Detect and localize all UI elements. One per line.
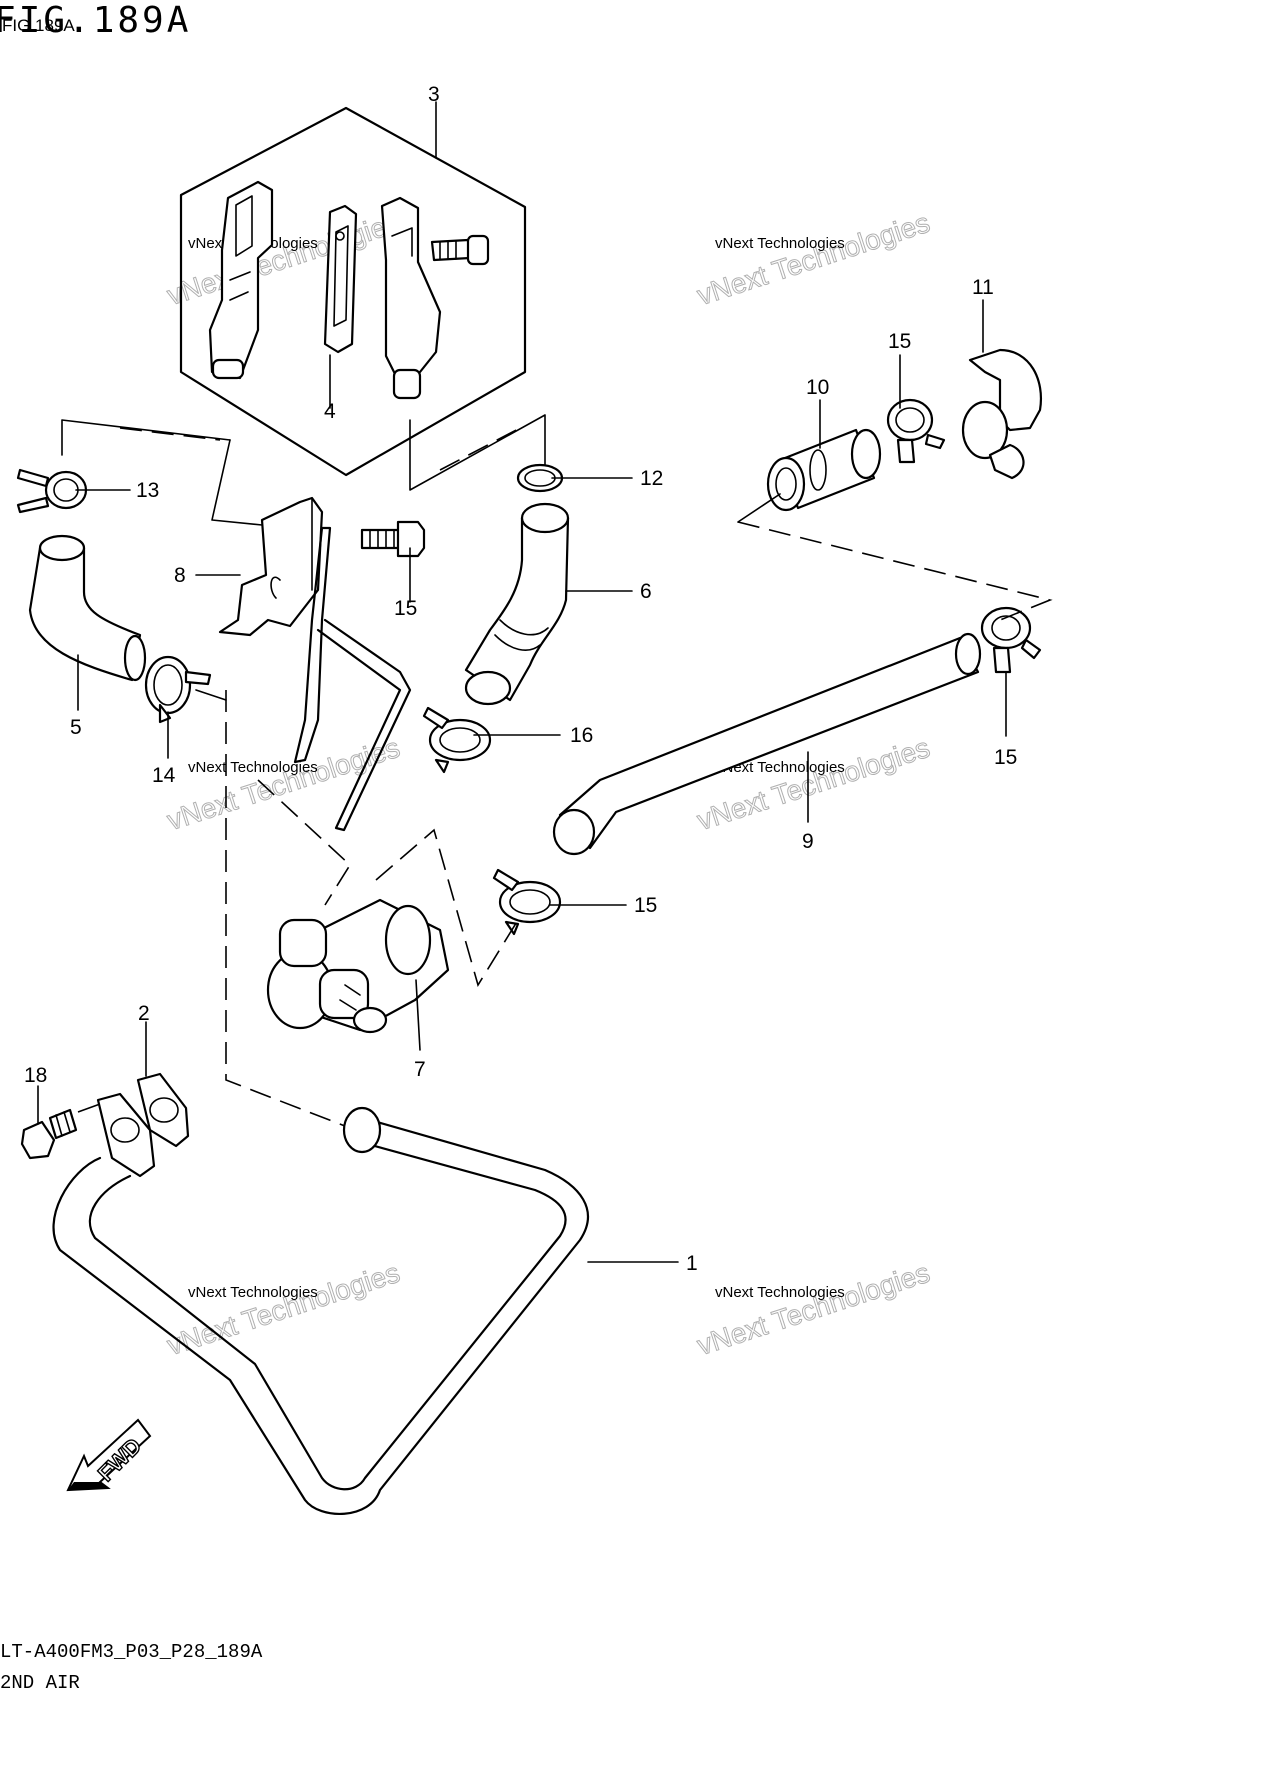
svg-text:vNext Technologies: vNext Technologies	[693, 207, 933, 311]
svg-text:vNext Technologies: vNext Technologies	[163, 207, 403, 311]
leader-hose14-to-hose1	[195, 689, 227, 701]
callout-leader-lines	[37, 101, 1007, 1263]
callout-11: 11	[972, 276, 994, 299]
assembly-group-hexagon	[179, 106, 527, 477]
callout-15-right: 15	[994, 746, 1017, 769]
bolt-17	[360, 520, 426, 558]
cap-11	[961, 348, 1043, 480]
callout-7: 7	[414, 1058, 426, 1081]
hose-clamp-15-right	[980, 606, 1042, 674]
watermark-bottom-left: vNext Technologies vNext Technologies	[163, 1256, 404, 1361]
watermark-bottom-right: vNext Technologies vNext Technologies	[693, 1256, 934, 1361]
reed-valve-cover-right	[380, 196, 442, 400]
vacuum-tube	[293, 526, 412, 832]
dashed-hose14-valve	[225, 690, 351, 1129]
leader-hex-bracket	[211, 439, 263, 526]
dashed-bolt18	[77, 1103, 101, 1113]
hose-clamp-15-top	[886, 398, 946, 464]
svg-text:vNext Technologies: vNext Technologies	[163, 732, 403, 836]
callout-6: 6	[640, 580, 652, 603]
reed-valve-cover-left	[208, 180, 274, 380]
callout-14: 14	[152, 764, 176, 787]
callout-12: 12	[640, 467, 663, 490]
dashed-hex-left	[119, 427, 221, 441]
svg-text:vNext Technologies: vNext Technologies	[715, 759, 845, 776]
leader-pipe10-left	[737, 493, 781, 523]
hose-clamp-13	[16, 468, 88, 514]
hose-clamp-16	[422, 706, 492, 774]
callout-18: 18	[24, 1064, 47, 1087]
bracket-8	[218, 496, 324, 637]
callout-15-top: 15	[888, 330, 911, 353]
callout-2: 2	[138, 1002, 150, 1025]
callout-15-mid: 15	[634, 894, 657, 917]
leader-hex-right	[409, 414, 546, 491]
dashed-tube-valve	[257, 779, 352, 906]
leader-hex-left	[61, 419, 231, 456]
reed-plate	[323, 204, 358, 354]
dashed-valve-hose9	[375, 828, 519, 987]
hose-9	[552, 632, 982, 856]
callout-17: 15	[394, 597, 417, 620]
svg-text:vNext Technologies: vNext Technologies	[693, 1257, 933, 1361]
figure-subtitle: FIG.189A	[2, 16, 75, 35]
hose-5	[28, 534, 147, 682]
callout-9: 9	[802, 830, 814, 853]
figure-code: LT-A400FM3_P03_P28_189A	[0, 1641, 263, 1663]
figure-title: FIG.189A	[0, 0, 191, 41]
svg-text:vNext Technologies: vNext Technologies	[715, 1284, 845, 1301]
hose-6	[464, 502, 570, 706]
watermark-top-right: vNext Technologies vNext Technologies	[693, 206, 934, 311]
flange	[96, 1092, 156, 1178]
screw	[430, 234, 490, 266]
callout-4: 4	[324, 400, 336, 423]
callout-8: 8	[174, 564, 186, 587]
callout-3: 3	[428, 83, 440, 106]
pipe-10	[766, 428, 882, 512]
bolt-18	[20, 1108, 78, 1160]
clip-12	[516, 463, 564, 493]
svg-text:vNext Technologies: vNext Technologies	[715, 235, 845, 252]
watermark-middle-left: vNext Technologies vNext Technologies	[163, 731, 404, 836]
svg-text:vNext Technologies: vNext Technologies	[188, 1284, 318, 1301]
fwd-arrow-icon: FWD	[66, 1418, 152, 1492]
dashed-hex-right	[439, 427, 521, 471]
callout-10: 10	[806, 376, 829, 399]
callout-13: 13	[136, 479, 159, 502]
svg-text:vNext Technologies: vNext Technologies	[163, 1257, 403, 1361]
callout-16: 16	[570, 724, 593, 747]
svg-text:vNext Technologies: vNext Technologies	[188, 759, 318, 776]
air-valve-7	[266, 898, 450, 1034]
callout-5: 5	[70, 716, 82, 739]
figure-name: 2ND AIR	[0, 1672, 80, 1694]
hose-clamp-15-mid	[492, 868, 562, 936]
watermark-top-left: vNext Technologies vNext Technologies	[163, 206, 404, 311]
callout-1: 1	[686, 1252, 698, 1275]
hose-clamp-14	[144, 655, 212, 724]
pipe-1	[52, 1106, 590, 1516]
dashed-pipe10-hose9	[737, 521, 1053, 621]
